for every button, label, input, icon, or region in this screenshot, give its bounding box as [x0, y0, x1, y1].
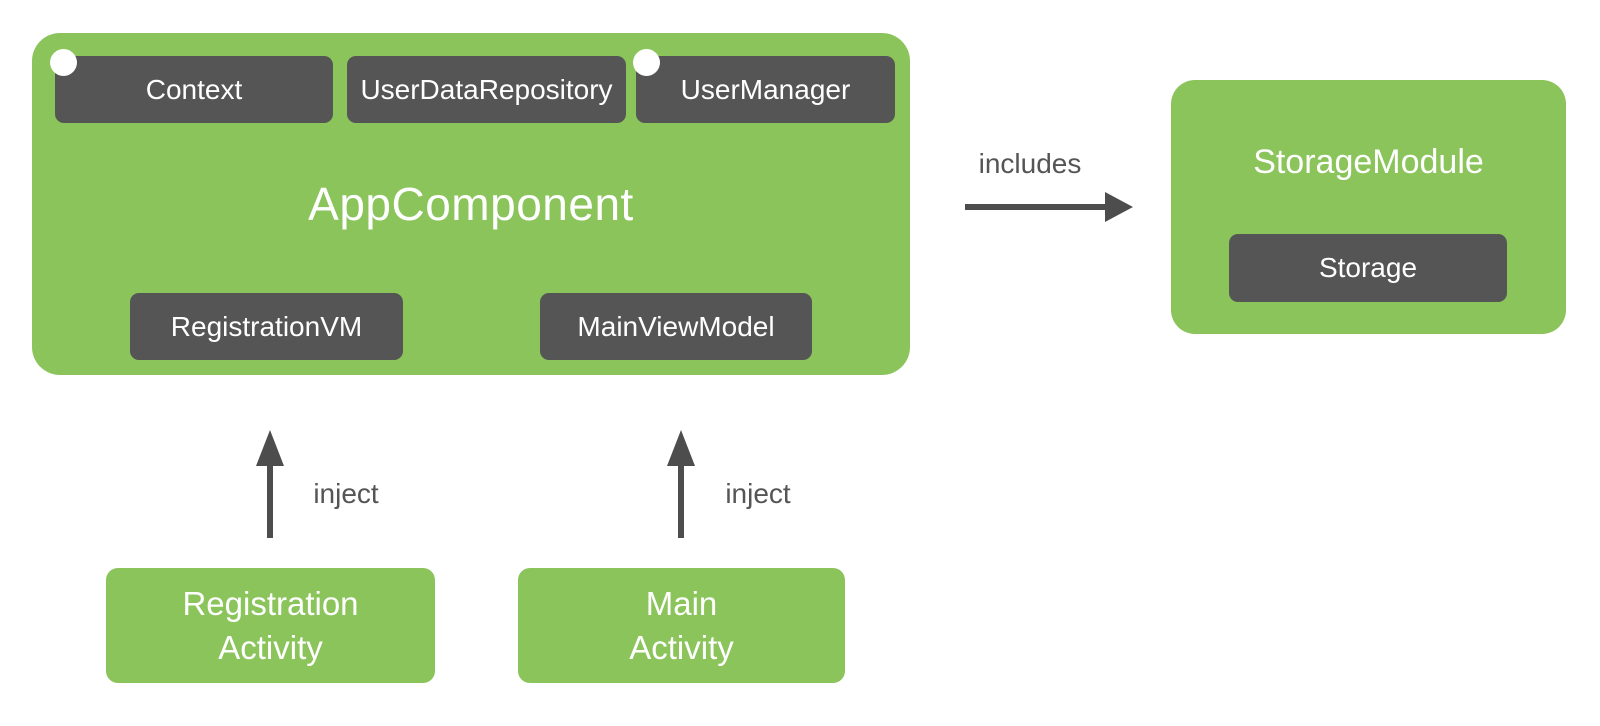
- storage-chip-label: Storage: [1318, 252, 1418, 283]
- registration-activity-label-line2: Activity: [218, 628, 323, 666]
- includes-arrow-line: [965, 204, 1107, 210]
- inject-label-main: inject: [725, 478, 791, 509]
- registration-activity-box: Registration Activity: [106, 568, 435, 683]
- registration-activity-label-line1: Registration: [182, 584, 359, 622]
- storage-chip: Storage: [1229, 234, 1507, 302]
- inject-arrow-registration-head-icon: [256, 430, 284, 466]
- main-view-model-chip: MainViewModel: [540, 293, 812, 360]
- inject-arrow-main-head-icon: [667, 430, 695, 466]
- context-chip: Context: [55, 56, 333, 123]
- user-data-repository-chip: UserDataRepository: [347, 56, 626, 123]
- main-activity-box: Main Activity: [518, 568, 845, 683]
- app-component-title: AppComponent: [308, 178, 634, 230]
- includes-arrow-head-icon: [1105, 192, 1133, 222]
- registration-vm-chip: RegistrationVM: [130, 293, 403, 360]
- inject-arrow-main-line: [678, 462, 684, 538]
- storage-module-title: StorageModule: [1253, 143, 1484, 181]
- context-chip-label: Context: [145, 73, 243, 105]
- main-activity-label-line2: Activity: [629, 628, 734, 666]
- app-component-scope-dot-icon: [50, 49, 77, 76]
- storage-module-box: StorageModule Storage: [1171, 80, 1566, 334]
- user-manager-scope-dot-icon: [633, 49, 660, 76]
- inject-label-registration: inject: [313, 478, 379, 509]
- includes-label: includes: [978, 148, 1082, 179]
- inject-arrow-registration-line: [267, 462, 273, 538]
- user-manager-chip: UserManager: [636, 56, 895, 123]
- user-data-repository-chip-label: UserDataRepository: [360, 73, 613, 105]
- registration-vm-chip-label: RegistrationVM: [170, 310, 363, 342]
- app-component-box: Context UserDataRepository UserManager A…: [32, 33, 910, 375]
- main-view-model-chip-label: MainViewModel: [577, 310, 775, 342]
- user-manager-chip-label: UserManager: [680, 73, 851, 105]
- main-activity-label-line1: Main: [645, 584, 718, 622]
